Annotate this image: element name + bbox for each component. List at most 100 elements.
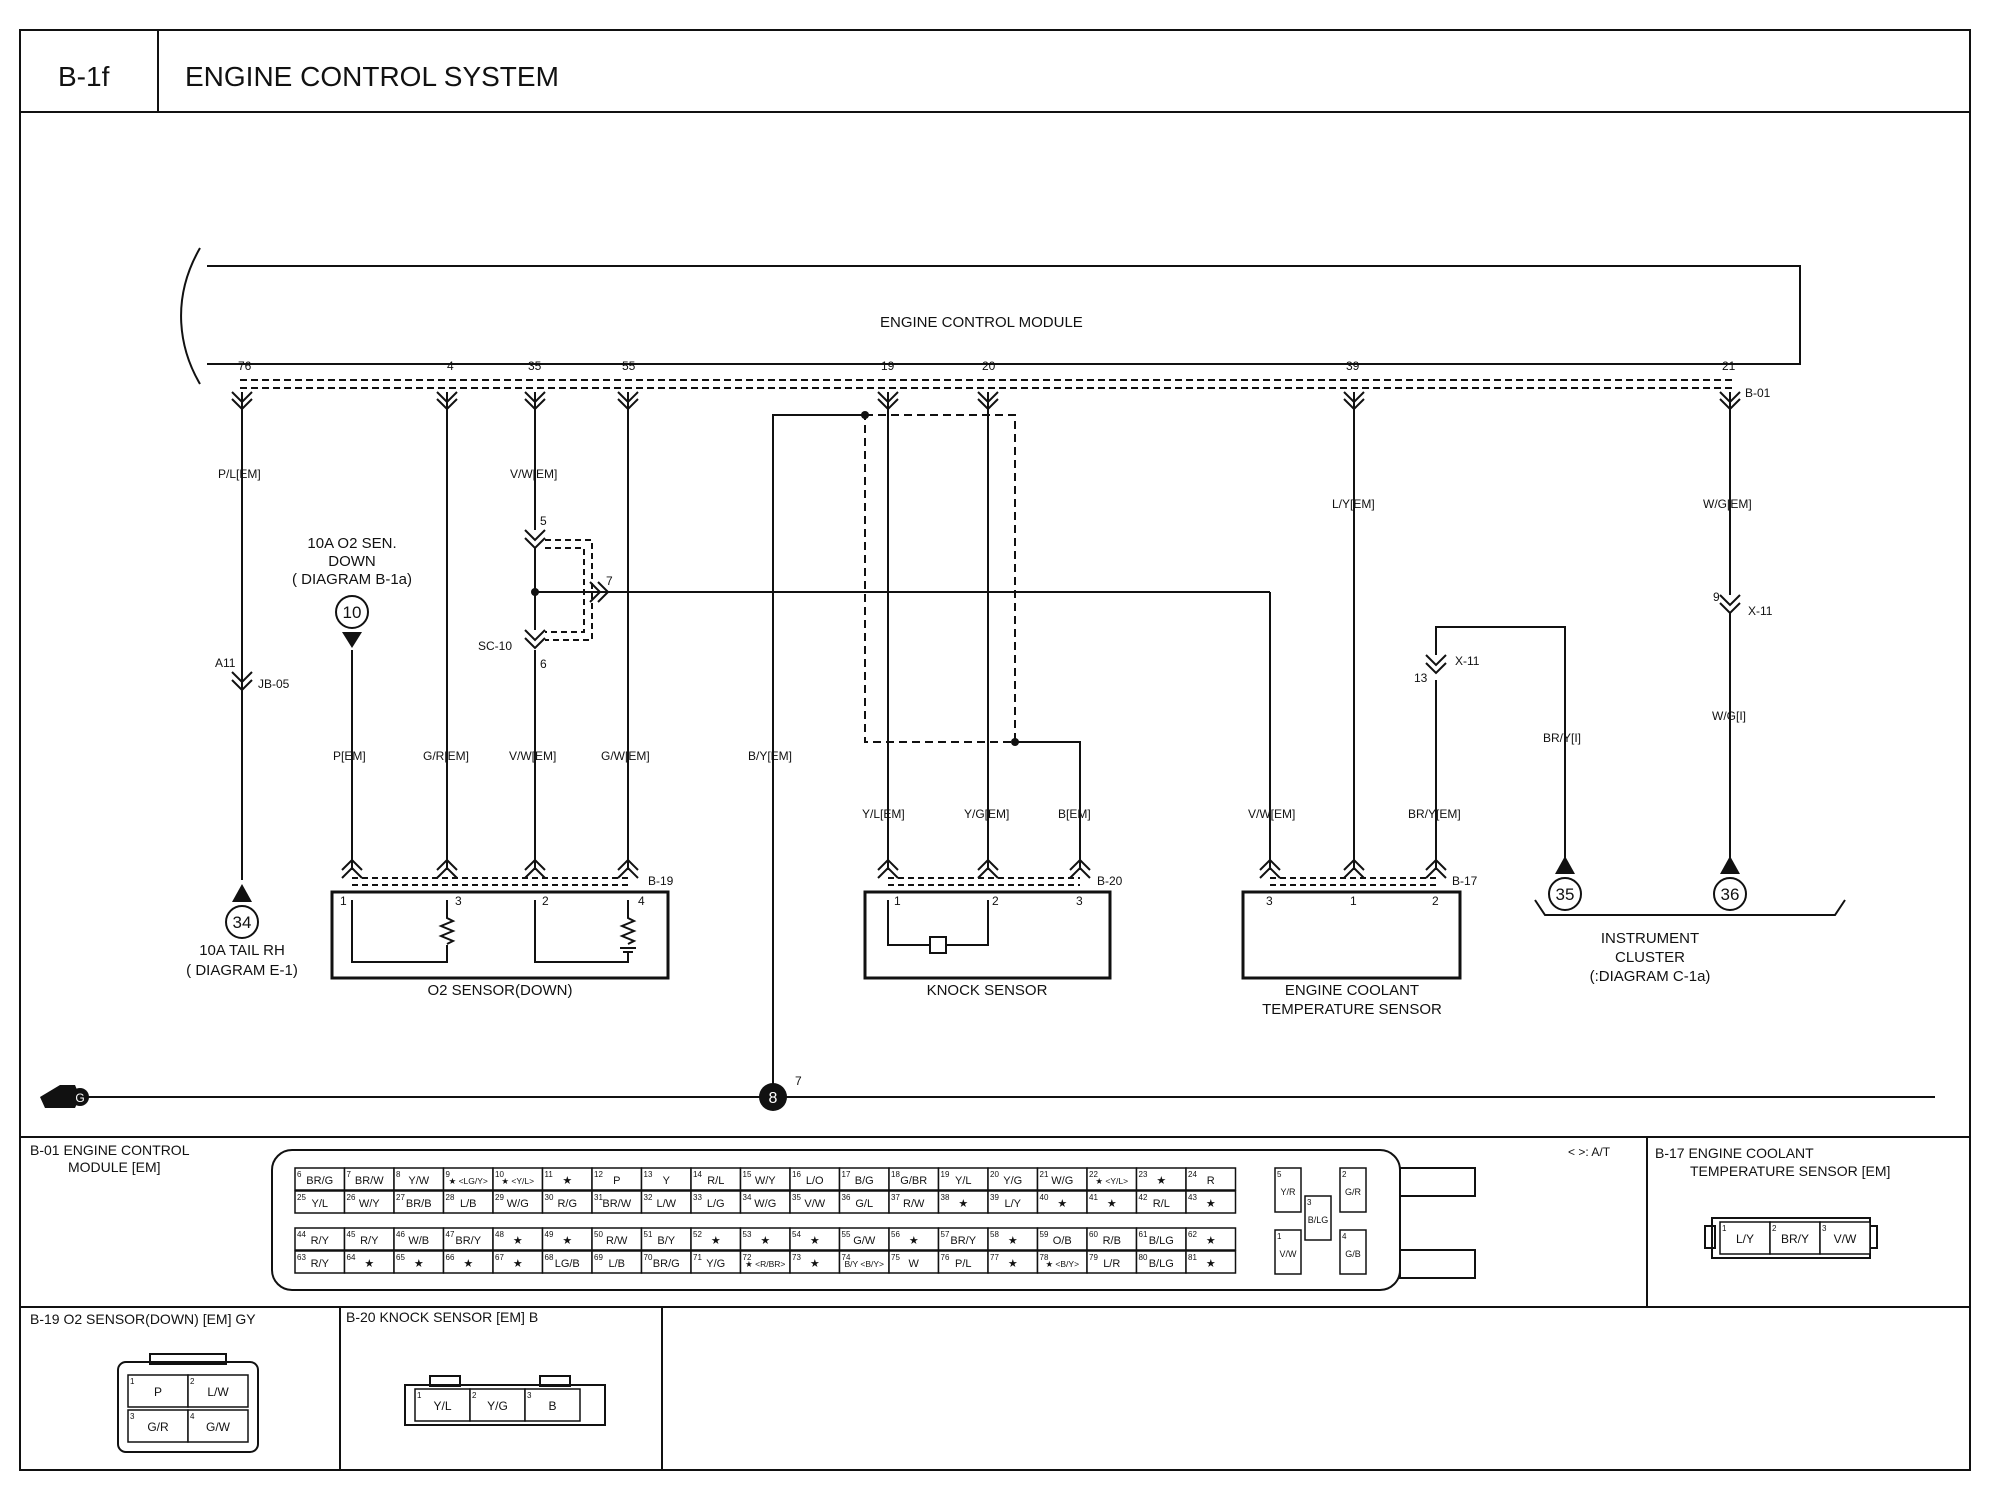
b20-pin-2-wire: Y/G	[487, 1399, 508, 1413]
wire-p35: V/W[EM]	[510, 467, 557, 481]
b01-side-pin-1-wire: V/W	[1280, 1249, 1298, 1259]
b01-pin-81-wire: ★	[1206, 1258, 1216, 1270]
b01-pin-31-pin: 31	[594, 1193, 603, 1202]
wire-o2-gr: G/R[EM]	[423, 749, 469, 763]
b01-pin-32-pin: 32	[644, 1193, 653, 1202]
b17-title-1: B-17 ENGINE COOLANT	[1655, 1145, 1814, 1161]
b19-pin-4-pin: 4	[190, 1412, 195, 1421]
b01-pin-41-pin: 41	[1089, 1193, 1098, 1202]
b01-pin-56-wire: ★	[909, 1235, 919, 1247]
b01-pin-8-pin: 8	[396, 1170, 401, 1179]
b01-pin-77-pin: 77	[990, 1253, 999, 1262]
ecm-pin-21: 21	[1722, 359, 1736, 373]
b01-pin-39-pin: 39	[990, 1193, 999, 1202]
b01-pin-49-pin: 49	[545, 1230, 554, 1239]
b01-pin-13-wire: Y	[663, 1175, 671, 1187]
wire-p39: L/Y[EM]	[1332, 497, 1375, 511]
b01-pin-42-wire: R/L	[1153, 1198, 1170, 1210]
b01-pin-39-wire: L/Y	[1004, 1198, 1021, 1210]
b01-pin-23-wire: ★	[1156, 1175, 1166, 1187]
ic-35: 35	[1556, 885, 1575, 904]
ecm-box	[207, 265, 1801, 365]
b01-pin-20-pin: 20	[990, 1170, 999, 1179]
ect-sensor-box	[1241, 890, 1462, 980]
b01-pin-71-pin: 71	[693, 1253, 702, 1262]
b01-pin-29-wire: W/G	[507, 1198, 529, 1210]
b17-pin-2-pin: 2	[1772, 1224, 1777, 1233]
b01-pin-62-pin: 62	[1188, 1230, 1197, 1239]
b17-pin-3-pin: 3	[1822, 1224, 1827, 1233]
b01-pin-66-wire: ★	[463, 1258, 473, 1270]
b01-pin-21-wire: W/G	[1051, 1175, 1073, 1187]
b01-pin-37-pin: 37	[891, 1193, 900, 1202]
b01-pin-79-wire: L/R	[1103, 1258, 1120, 1270]
sc10-label: SC-10	[478, 639, 512, 653]
o2-pin-2: 2	[542, 894, 549, 908]
ic-36: 36	[1721, 885, 1740, 904]
b01-pin-50-wire: R/W	[606, 1235, 628, 1247]
b01-pin-71-wire: Y/G	[706, 1258, 725, 1270]
b01-pin-55-wire: G/W	[853, 1235, 876, 1247]
b17-pin-1-wire: L/Y	[1736, 1232, 1754, 1246]
b01-pin-58-wire: ★	[1008, 1235, 1018, 1247]
b01-pin-55-pin: 55	[842, 1230, 851, 1239]
b01-pin-81-cell	[1185, 1250, 1237, 1274]
page-title: ENGINE CONTROL SYSTEM	[185, 61, 559, 92]
wire-p76: P/L[EM]	[218, 467, 261, 481]
b01-pin-18-pin: 18	[891, 1170, 900, 1179]
wire-ground-by: B/Y[EM]	[748, 749, 792, 763]
b01-pin-17-pin: 17	[842, 1170, 851, 1179]
b01-pin-70-pin: 70	[644, 1253, 653, 1262]
b17-title-2: TEMPERATURE SENSOR [EM]	[1690, 1163, 1890, 1179]
ecm-pin-35: 35	[528, 359, 542, 373]
b01-pin-74-pin: 74	[842, 1253, 851, 1262]
ecm-pin-55: 55	[622, 359, 636, 373]
knock-pin-3: 3	[1076, 894, 1083, 908]
b01-pin-59-pin: 59	[1040, 1230, 1049, 1239]
b01-pin-12-wire: P	[613, 1175, 620, 1187]
b01-pin-8-wire: Y/W	[408, 1175, 429, 1187]
b01-pin-41-wire: ★	[1107, 1198, 1117, 1210]
wire-o2-gw: G/W[EM]	[601, 749, 650, 763]
wire-ic-bry: BR/Y[I]	[1543, 731, 1581, 745]
b01-pin-56-pin: 56	[891, 1230, 900, 1239]
b19-pin-2-pin: 2	[190, 1377, 195, 1386]
b01-pin-68-wire: LG/B	[555, 1258, 580, 1270]
b01-pin-36-wire: G/L	[855, 1198, 873, 1210]
b01-title-1: B-01 ENGINE CONTROL	[30, 1142, 190, 1158]
ecm-pin-19: 19	[881, 359, 895, 373]
b19-pin-3-wire: G/R	[147, 1420, 169, 1434]
b01-pin-74-wire: B/Y <B/Y>	[844, 1259, 884, 1269]
b01-side-pin-1-pin: 1	[1277, 1232, 1282, 1241]
ect-pin-1: 1	[1350, 894, 1357, 908]
x11-pin-9: 9	[1713, 590, 1720, 604]
b01-pin-19-wire: Y/L	[955, 1175, 972, 1187]
b01-pin-6-wire: BR/G	[306, 1175, 333, 1187]
fuse-o2-line3: ( DIAGRAM B-1a)	[292, 571, 412, 588]
b01-pin-22-pin: 22	[1089, 1170, 1098, 1179]
ecm-connector-label: B-01	[1745, 386, 1771, 400]
b01-pin-46-pin: 46	[396, 1230, 405, 1239]
b01-pin-45-wire: R/Y	[360, 1235, 379, 1247]
ect-pin-2: 2	[1432, 894, 1439, 908]
b01-pin-40-pin: 40	[1040, 1193, 1049, 1202]
b01-pin-28-wire: L/B	[460, 1198, 477, 1210]
knock-sensor-label: KNOCK SENSOR	[927, 982, 1048, 999]
b01-pin-59-wire: O/B	[1053, 1235, 1072, 1247]
b01-pin-25-wire: Y/L	[311, 1198, 328, 1210]
b01-pin-38-wire: ★	[958, 1198, 968, 1210]
ground-pin: 7	[795, 1074, 802, 1088]
b01-pin-76-pin: 76	[941, 1253, 950, 1262]
b19-pin-4-wire: G/W	[206, 1420, 231, 1434]
o2-pin-3: 3	[455, 894, 462, 908]
b01-pin-65-wire: ★	[414, 1258, 424, 1270]
sc10-pin-side: 7	[606, 574, 613, 588]
b01-pin-50-pin: 50	[594, 1230, 603, 1239]
b01-pin-63-wire: R/Y	[311, 1258, 330, 1270]
b01-pin-73-wire: ★	[810, 1258, 820, 1270]
b19-pin-1-wire: P	[154, 1385, 162, 1399]
sheet-frame	[19, 29, 1971, 1471]
b01-pin-47-wire: BR/Y	[455, 1235, 481, 1247]
b01-pin-54-wire: ★	[810, 1235, 820, 1247]
